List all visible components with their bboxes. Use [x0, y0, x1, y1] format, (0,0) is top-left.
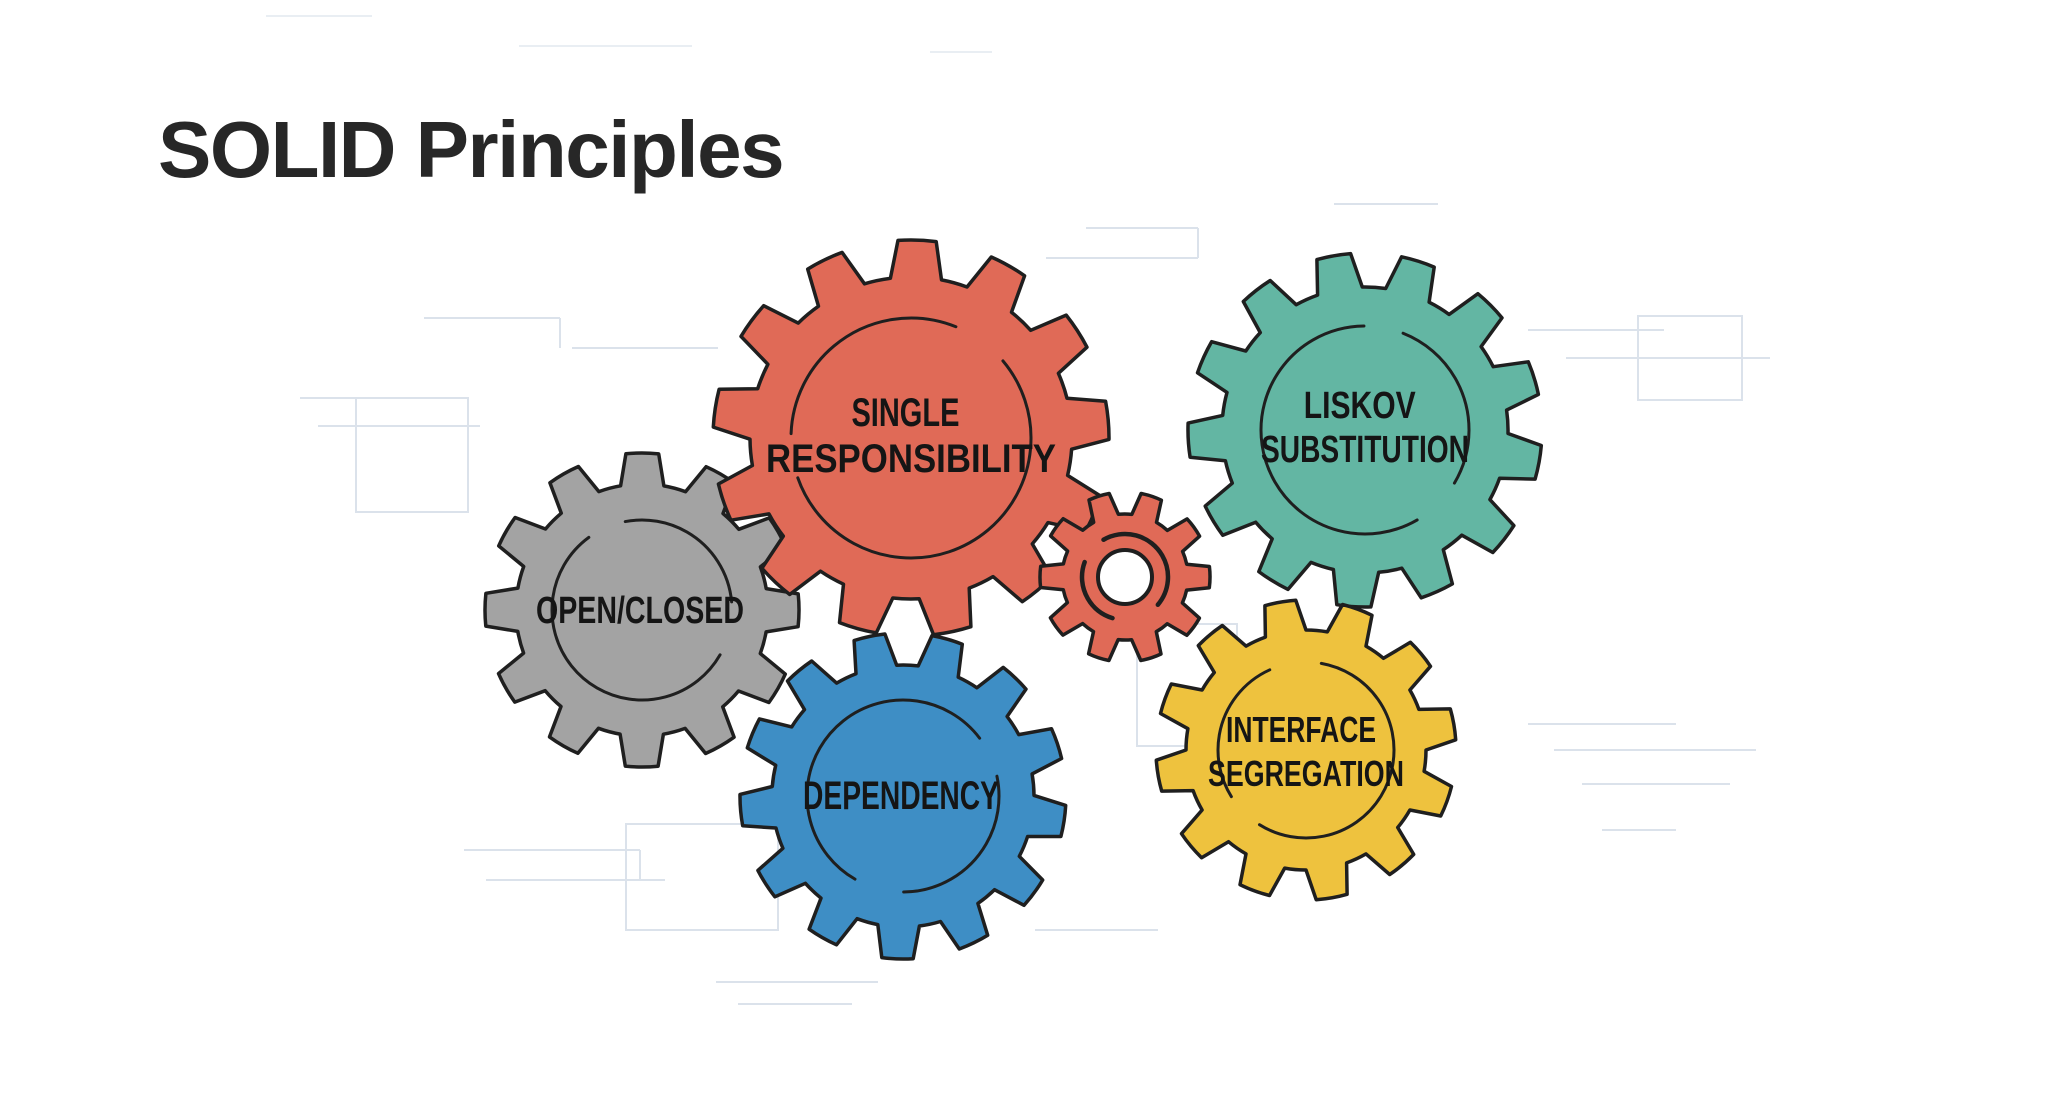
- gear-inner-ring: [1259, 324, 1471, 536]
- gear-axle-hole: [1096, 548, 1154, 606]
- gear-shape: [738, 632, 1068, 961]
- gear-inner-ring: [550, 518, 734, 702]
- gears: OPEN/CLOSED SINGLE RESPONSIBILITY DEPEND…: [483, 238, 1544, 961]
- gear-label: LISKOV SUBSTITUTION: [1261, 385, 1469, 471]
- page-title: SOLID Principles: [158, 105, 785, 194]
- gear-shape: [1154, 598, 1458, 902]
- gear-label: OPEN/CLOSED: [536, 590, 744, 632]
- gear-shape: [711, 238, 1111, 637]
- gear-inner-ring: [1079, 531, 1171, 623]
- connector-gear: [1038, 491, 1212, 663]
- gear-label-line: SUBSTITUTION: [1261, 429, 1469, 471]
- gear-label-line: RESPONSIBILITY: [766, 437, 1056, 481]
- gear-label-line: OPEN/CLOSED: [536, 590, 744, 632]
- gear-single-responsibility: SINGLE RESPONSIBILITY: [711, 238, 1111, 637]
- gear-label-line: LISKOV: [1304, 385, 1417, 427]
- gear-label-line: DEPENDENCY: [803, 774, 999, 818]
- gear-liskov-substitution: LISKOV SUBSTITUTION: [1186, 251, 1544, 609]
- gear-label: INTERFACE SEGREGATION: [1208, 709, 1404, 794]
- gear-open-closed: OPEN/CLOSED: [483, 451, 801, 769]
- gear-shape: [483, 451, 801, 769]
- gear-interface-segregation: INTERFACE SEGREGATION: [1154, 598, 1458, 902]
- gear-label-line: INTERFACE: [1226, 709, 1376, 750]
- gear-label: SINGLE RESPONSIBILITY: [766, 391, 1056, 481]
- circuit-trace-box: [1637, 315, 1743, 401]
- gear-inner-ring: [1216, 660, 1396, 840]
- gear-shape: [1186, 251, 1544, 609]
- gear-label-line: SEGREGATION: [1208, 753, 1404, 794]
- gear-label: DEPENDENCY: [803, 774, 999, 818]
- gear-dependency: DEPENDENCY: [738, 632, 1068, 961]
- circuit-trace-box: [625, 823, 779, 931]
- circuit-trace-box: [355, 397, 469, 513]
- gear-label-line: SINGLE: [851, 391, 959, 435]
- gear-inner-ring: [805, 698, 1001, 894]
- gear-inner-ring: [789, 316, 1033, 560]
